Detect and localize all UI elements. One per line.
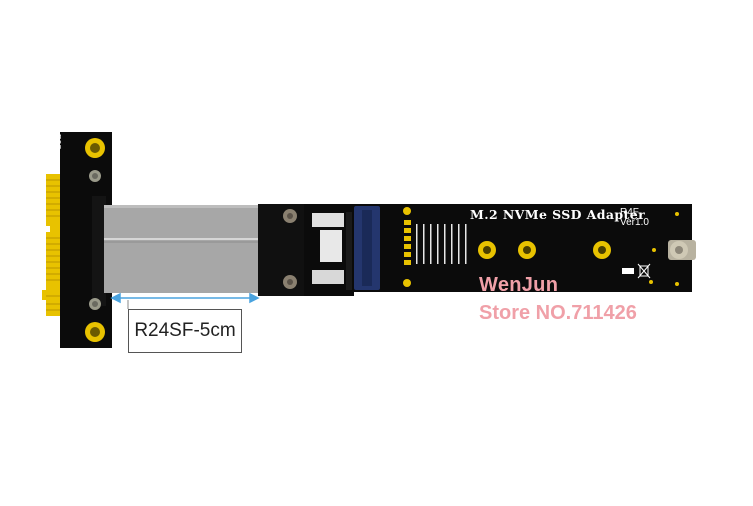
watermark-brand: WenJun — [479, 274, 559, 296]
riser-version-code: Ver1.0 — [44, 134, 53, 158]
cable-model-label: R24SF-5cm — [128, 309, 242, 353]
gold-edge-connector — [42, 174, 60, 316]
riser-model-code: R2S — [53, 134, 62, 150]
pcie-riser-card — [42, 132, 112, 348]
ribbon-cable — [104, 205, 260, 293]
watermark-store: Store NO.711426 — [479, 302, 637, 324]
board-model-code: R4F — [620, 207, 639, 218]
riser-model-print: R2S Ver1.0 — [44, 134, 62, 157]
board-version-code: Ver1.0 — [620, 217, 649, 228]
m2-adapter-board — [352, 204, 696, 292]
board-title-print: M.2 NVMe SSD Adapter — [470, 207, 646, 222]
cable-end-board — [258, 204, 354, 296]
rohs-icon — [622, 268, 634, 274]
weee-bin-icon — [637, 263, 651, 279]
board-model-print: R4F Ver1.0 — [620, 208, 649, 228]
cable-length-dimension-arrow — [110, 292, 260, 304]
